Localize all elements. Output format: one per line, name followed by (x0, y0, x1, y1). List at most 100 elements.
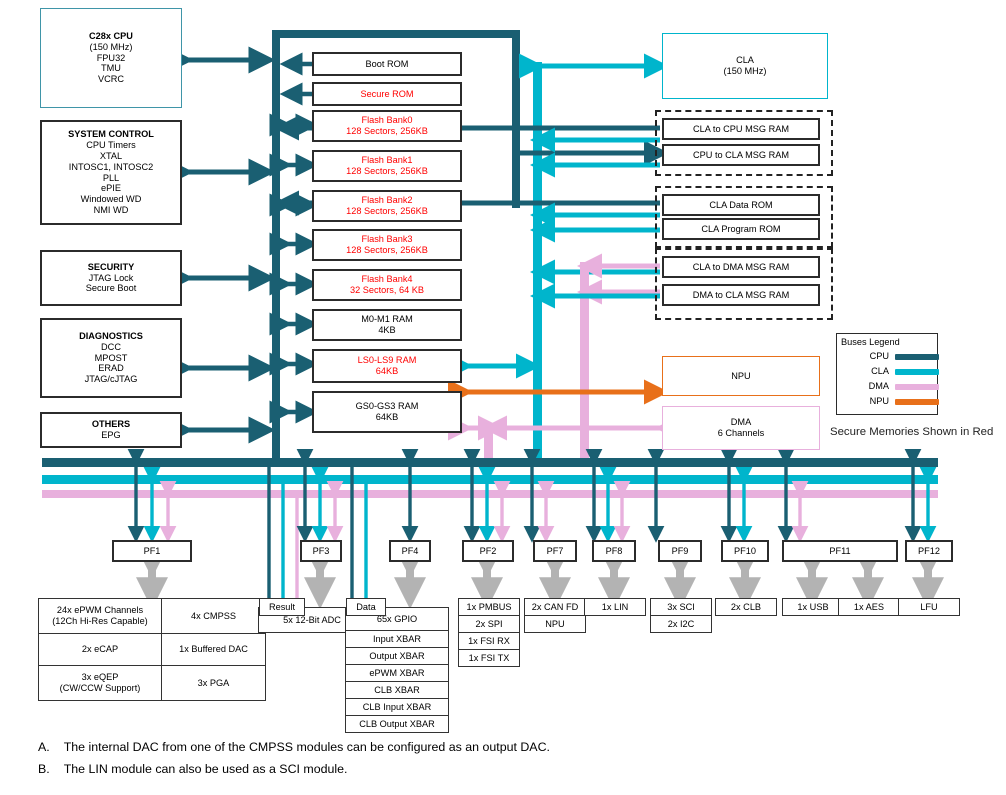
periph-fsi-rx[interactable]: 1x FSI RX (458, 632, 520, 650)
block-ls-ram[interactable]: LS0-LS9 RAM 64KB (312, 349, 462, 383)
block-flash-bank4[interactable]: Flash Bank4 32 Sectors, 64 KB (312, 269, 462, 301)
gpio-data-tag[interactable]: Data (346, 598, 386, 616)
legend-swatch-dma (895, 383, 939, 390)
c28x-cpu-lines: (150 MHz) FPU32 TMU VCRC (89, 41, 133, 85)
block-dma-to-cla-msg-ram[interactable]: DMA to CLA MSG RAM (662, 284, 820, 306)
msg-ram-group-3-outline (655, 248, 833, 320)
cla-horizontal-bus (42, 475, 938, 484)
pf-block-pf9[interactable]: PF9 (658, 540, 702, 562)
block-gs-ram[interactable]: GS0-GS3 RAM 64KB (312, 391, 462, 433)
pf1-peripheral-grid: 24x ePWM Channels (12Ch Hi-Res Capable) … (38, 598, 266, 702)
fsi-tx-label: 1x FSI TX (468, 652, 510, 663)
dma-subtitle: 6 Channels (717, 428, 765, 438)
pf-block-pf2[interactable]: PF2 (462, 540, 514, 562)
ecap-label: 2x eCAP (81, 644, 119, 655)
dma-horizontal-bus (42, 490, 938, 498)
pf-block-pf10[interactable]: PF10 (721, 540, 769, 562)
block-dma[interactable]: DMA 6 Channels (662, 406, 820, 450)
i2c-label: 2x I2C (667, 618, 695, 629)
block-cla-program-rom[interactable]: CLA Program ROM (662, 218, 820, 240)
cla-to-dma-msg-ram-label: CLA to DMA MSG RAM (692, 261, 790, 272)
epwm-label: 24x ePWM Channels (12Ch Hi-Res Capable) (52, 605, 148, 626)
block-cla[interactable]: CLA (150 MHz) (662, 33, 828, 99)
periph-ecap[interactable]: 2x eCAP (38, 633, 162, 666)
pf10-bus-drops (720, 448, 753, 543)
gpio-label: 65x GPIO (376, 613, 418, 624)
pf-block-pf8[interactable]: PF8 (592, 540, 636, 562)
periph-clb[interactable]: 2x CLB (715, 598, 777, 616)
periph-i2c[interactable]: 2x I2C (650, 615, 712, 633)
adc-bus-drops (267, 461, 299, 600)
periph-output-xbar[interactable]: Output XBAR (345, 647, 449, 665)
block-diagnostics[interactable]: DIAGNOSTICS DCC MPOST ERAD JTAG/cJTAG (40, 318, 182, 398)
periph-aes[interactable]: 1x AES (838, 598, 900, 616)
block-cpu-to-cla-msg-ram[interactable]: CPU to CLA MSG RAM (662, 144, 820, 166)
periph-pga[interactable]: 3x PGA (161, 665, 266, 701)
pf12-bus-drops (904, 448, 937, 543)
block-system-control[interactable]: SYSTEM CONTROL CPU Timers XTAL INTOSC1, … (40, 120, 182, 225)
dma-vertical-bus (580, 262, 589, 462)
periph-spi[interactable]: 2x SPI (458, 615, 520, 633)
periph-epwm-xbar[interactable]: ePWM XBAR (345, 664, 449, 682)
pf-block-pf4[interactable]: PF4 (389, 540, 431, 562)
pf-block-pf11[interactable]: PF11 (782, 540, 898, 562)
pf3-bus-drops (296, 448, 344, 543)
block-c28x-cpu[interactable]: C28x CPU (150 MHz) FPU32 TMU VCRC (40, 8, 182, 108)
gpio-bus-drops (350, 461, 368, 600)
block-flash-bank1[interactable]: Flash Bank1 128 Sectors, 256KB (312, 150, 462, 182)
block-cla-to-cpu-msg-ram[interactable]: CLA to CPU MSG RAM (662, 118, 820, 140)
flash-bank2-label: Flash Bank2 (361, 195, 413, 206)
aes-label: 1x AES (853, 601, 885, 612)
periph-clb-input-xbar[interactable]: CLB Input XBAR (345, 698, 449, 716)
npu-pf7-label: NPU (545, 618, 565, 629)
block-cla-to-dma-msg-ram[interactable]: CLA to DMA MSG RAM (662, 256, 820, 278)
block-m0-m1-ram[interactable]: M0-M1 RAM 4KB (312, 309, 462, 341)
pf1-label: PF1 (143, 545, 161, 556)
periph-eqep[interactable]: 3x eQEP (CW/CCW Support) (38, 665, 162, 701)
pf-block-pf1[interactable]: PF1 (112, 540, 192, 562)
pf-block-pf7[interactable]: PF7 (533, 540, 577, 562)
block-flash-bank2[interactable]: Flash Bank2 128 Sectors, 256KB (312, 190, 462, 222)
periph-clb-xbar[interactable]: CLB XBAR (345, 681, 449, 699)
adc-result-tag[interactable]: Result (259, 598, 305, 616)
clb-label: 2x CLB (730, 601, 762, 612)
periph-can-fd[interactable]: 2x CAN FD (524, 598, 586, 616)
others-title: OTHERS (91, 419, 131, 430)
periph-cmpss[interactable]: 4x CMPSS (161, 598, 266, 634)
lfu-label: LFU (920, 601, 938, 612)
periph-buffered-dac[interactable]: 1x Buffered DAC (161, 633, 266, 666)
block-others[interactable]: OTHERS EPG (40, 412, 182, 448)
flash-bank0-detail: 128 Sectors, 256KB (346, 126, 428, 136)
pf-block-pf3[interactable]: PF3 (300, 540, 342, 562)
block-cla-data-rom[interactable]: CLA Data ROM (662, 194, 820, 216)
periph-clb-output-xbar[interactable]: CLB Output XBAR (345, 715, 449, 733)
clb-output-xbar-label: CLB Output XBAR (359, 718, 435, 729)
flash-bank4-detail: 32 Sectors, 64 KB (349, 285, 425, 295)
periph-sci[interactable]: 3x SCI (650, 598, 712, 616)
block-secure-rom[interactable]: Secure ROM (312, 82, 462, 106)
periph-epwm[interactable]: 24x ePWM Channels (12Ch Hi-Res Capable) (38, 598, 162, 634)
pf12-label: PF12 (918, 545, 940, 556)
footnote-b-marker: B. (38, 762, 50, 776)
epwm-xbar-label: ePWM XBAR (369, 667, 425, 678)
periph-lin[interactable]: 1x LIN (584, 598, 646, 616)
block-npu[interactable]: NPU (662, 356, 820, 396)
usb-label: 1x USB (797, 601, 829, 612)
block-security[interactable]: SECURITY JTAG Lock Secure Boot (40, 250, 182, 306)
block-boot-rom[interactable]: Boot ROM (312, 52, 462, 76)
periph-fsi-tx[interactable]: 1x FSI TX (458, 649, 520, 667)
clb-input-xbar-label: CLB Input XBAR (362, 701, 432, 712)
footnotes: A. The internal DAC from one of the CMPS… (38, 740, 938, 776)
flash-bank1-detail: 128 Sectors, 256KB (346, 166, 428, 176)
periph-lfu[interactable]: LFU (898, 598, 960, 616)
periph-input-xbar[interactable]: Input XBAR (345, 630, 449, 648)
periph-usb[interactable]: 1x USB (782, 598, 844, 616)
block-flash-bank0[interactable]: Flash Bank0 128 Sectors, 256KB (312, 110, 462, 142)
block-flash-bank3[interactable]: Flash Bank3 128 Sectors, 256KB (312, 229, 462, 261)
periph-pmbus[interactable]: 1x PMBUS (458, 598, 520, 616)
boot-rom-label: Boot ROM (365, 58, 409, 69)
output-xbar-label: Output XBAR (369, 650, 425, 661)
pf-block-pf12[interactable]: PF12 (905, 540, 953, 562)
periph-npu-pf7[interactable]: NPU (524, 615, 586, 633)
cla-program-rom-label: CLA Program ROM (701, 223, 781, 234)
